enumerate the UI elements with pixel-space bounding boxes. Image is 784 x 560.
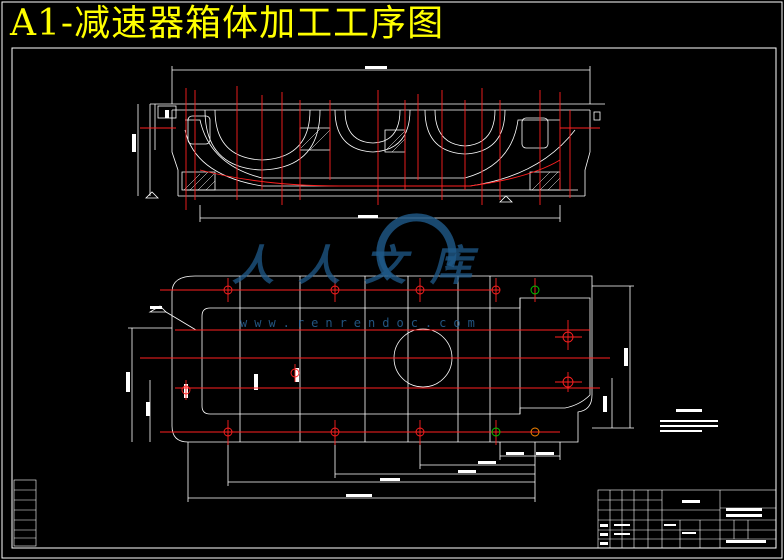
watermark-brand: 人人文库 <box>232 241 497 290</box>
bolt-holes <box>181 285 574 437</box>
dimension-labels <box>126 306 628 497</box>
plan-view <box>128 275 634 502</box>
watermark-logo-ring <box>376 213 457 281</box>
side-table <box>13 479 37 547</box>
hatching <box>183 128 561 191</box>
title-block-text <box>600 500 766 545</box>
drawing-title: A1-减速器箱体加工工序图 <box>10 3 445 44</box>
centerlines-plan <box>140 278 610 445</box>
centerlines-top <box>140 86 600 210</box>
watermark-url: www.renrendoc.com <box>240 316 482 330</box>
title-block <box>597 489 777 549</box>
section-view <box>132 66 605 222</box>
inner-border <box>11 47 777 549</box>
tech-notes <box>660 409 718 432</box>
